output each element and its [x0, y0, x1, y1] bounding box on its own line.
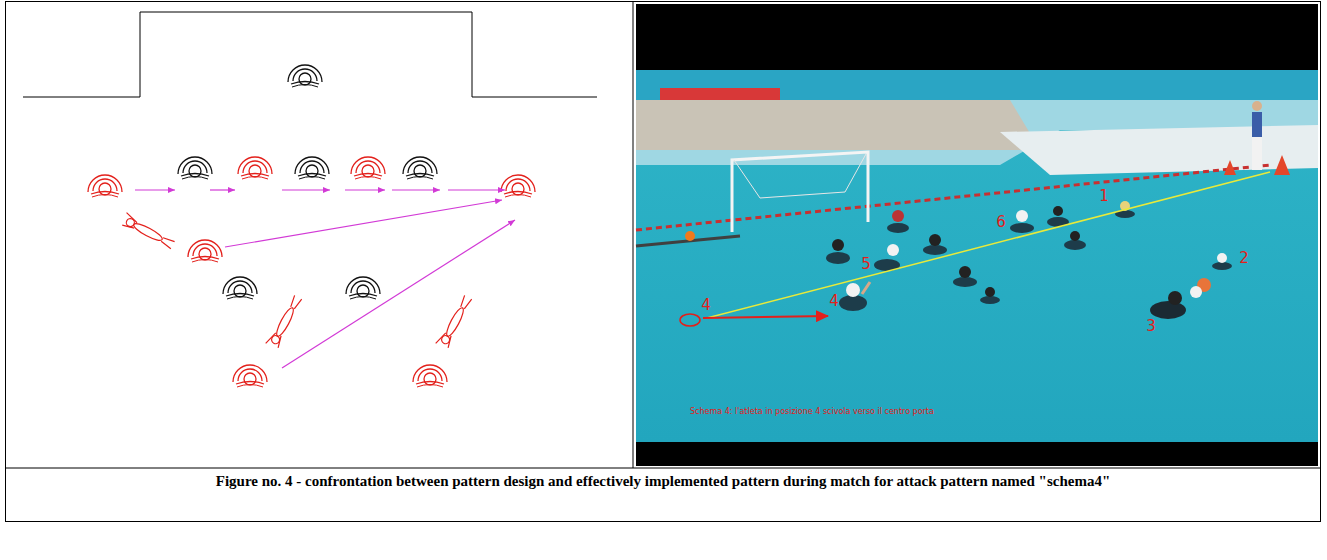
match-photo	[636, 4, 1318, 466]
pattern-design	[23, 12, 597, 387]
callout-number: 6	[996, 214, 1006, 230]
figure-caption: Figure no. 4 - confrontation between pat…	[6, 472, 1320, 490]
photo-note: Schema 4: l'atleta in posizione 4 scivol…	[690, 407, 934, 417]
callout-number: 5	[861, 256, 871, 272]
callout-number: 4	[829, 293, 839, 309]
callout-number: 1	[1099, 188, 1109, 204]
callout-number: 3	[1146, 318, 1156, 334]
callout-number: 2	[1239, 250, 1249, 266]
callout-number: 4	[701, 297, 711, 313]
